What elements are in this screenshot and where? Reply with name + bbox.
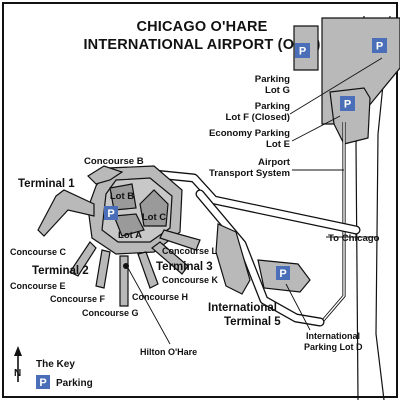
- svg-text:P: P: [279, 268, 286, 280]
- svg-text:N: N: [14, 368, 21, 379]
- concourse-l-label: Concourse L: [162, 246, 218, 256]
- parking-icon: P: [36, 375, 50, 389]
- legend-parking-label: Parking: [56, 378, 93, 389]
- intl-terminal-5-label-1: International: [208, 302, 277, 314]
- to-chicago-label: To Chicago: [328, 233, 380, 244]
- economy-lot-e-label-2: Lot E: [266, 139, 291, 150]
- lot-c-area: [139, 189, 169, 227]
- parking-lot-g-label-2: Lot G: [265, 85, 290, 96]
- concourse-k-shape: [151, 241, 189, 275]
- concourse-e-shape: [69, 241, 97, 277]
- concourse-h-shape: [137, 251, 159, 289]
- intl-lot-d-label-1: International: [306, 331, 360, 341]
- svg-text:P: P: [39, 377, 46, 389]
- svg-text:P: P: [344, 99, 351, 111]
- lot-b-area: [109, 183, 137, 211]
- hilton-marker: [123, 263, 129, 269]
- terminal-1-label: Terminal 1: [18, 178, 75, 190]
- legend-heading: The Key: [36, 359, 75, 370]
- lot-a-label: Lot A: [118, 230, 142, 241]
- map-title-line2: INTERNATIONAL AIRPORT (ORD): [83, 37, 320, 53]
- economy-lot-e-label-1: Economy Parking: [209, 128, 290, 139]
- concourse-b-shape: [87, 165, 124, 185]
- concourse-l-shape: [159, 229, 201, 251]
- parking-icon: P: [340, 96, 355, 111]
- map-title-line1: CHICAGO O'HARE: [136, 19, 267, 35]
- concourse-e-label: Concourse E: [10, 281, 66, 291]
- concourse-b-label: Concourse B: [84, 156, 144, 167]
- terminal-3-label: Terminal 3: [156, 261, 213, 273]
- hilton-label: Hilton O'Hare: [140, 347, 197, 357]
- concourse-c-label: Concourse C: [10, 247, 67, 257]
- lot-b-label: Lot B: [110, 191, 134, 202]
- terminal-2-label: Terminal 2: [32, 265, 89, 277]
- parking-icon: P: [104, 206, 118, 220]
- ats-label-2: Transport System: [209, 168, 290, 179]
- parking-lot-f-label-1: Parking: [255, 101, 290, 112]
- svg-text:P: P: [107, 208, 114, 220]
- svg-text:P: P: [299, 46, 306, 58]
- svg-text:P: P: [376, 41, 383, 53]
- intl-terminal-5-label-2: Terminal 5: [224, 316, 281, 328]
- parking-lot-f-label-2: Lot F (Closed): [226, 112, 290, 123]
- parking-icon: P: [276, 266, 290, 280]
- terminal-5-shape: [215, 223, 251, 295]
- lot-a-area: [113, 213, 145, 237]
- concourse-f-label: Concourse F: [50, 294, 106, 304]
- lot-c-label: Lot C: [142, 212, 166, 223]
- parking-icon: P: [372, 38, 387, 53]
- north-arrow-icon: N: [14, 346, 22, 382]
- intl-lot-d-label-2: Parking Lot D: [304, 342, 363, 352]
- concourse-f-shape: [95, 249, 111, 289]
- concourse-h-label: Concourse H: [132, 292, 188, 302]
- parking-lot-g-label-1: Parking: [255, 74, 290, 85]
- map-canvas: CHICAGO O'HARE INTERNATIONAL AIRPORT (OR…: [10, 15, 400, 400]
- ats-label-1: Airport: [258, 157, 291, 168]
- parking-icon: P: [295, 43, 310, 58]
- concourse-c-shape: [37, 189, 95, 237]
- concourse-k-label: Concourse K: [162, 275, 219, 285]
- concourse-g-label: Concourse G: [82, 308, 139, 318]
